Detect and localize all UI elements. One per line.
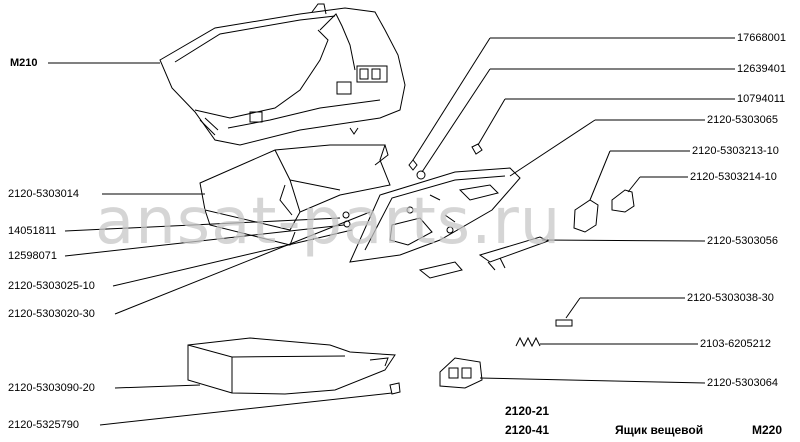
label-2103-6205212: 2103-6205212 <box>700 338 771 350</box>
label-12598071: 12598071 <box>8 250 57 262</box>
label-2120-5303025-10: 2120-5303025-10 <box>8 280 95 292</box>
footer-title: Ящик вещевой <box>615 423 704 437</box>
label-14051811: 14051811 <box>8 225 57 237</box>
footer-model-b: 2120-41 <box>505 423 550 437</box>
label-2120-5303213-10: 2120-5303213-10 <box>692 145 779 157</box>
label-2120-5325790: 2120-5325790 <box>8 419 79 431</box>
dashboard-drawing <box>160 4 405 145</box>
footer-model-a: 2120-21 <box>505 404 550 418</box>
pin-spring-drawing <box>516 320 572 346</box>
label-10794011: 10794011 <box>737 93 786 105</box>
watermark: ansat-parts.ru <box>95 185 562 259</box>
label-2120-5303064: 2120-5303064 <box>707 377 778 389</box>
label-2120-5303014: 2120-5303014 <box>8 188 79 200</box>
label-m210: M210 <box>10 57 38 69</box>
lock-housing-drawing <box>440 358 482 388</box>
label-12639401: 12639401 <box>737 63 786 75</box>
label-2120-5303038-30: 2120-5303038-30 <box>687 292 774 304</box>
label-2120-5303020-30: 2120-5303020-30 <box>8 308 95 320</box>
label-2120-5303090-20: 2120-5303090-20 <box>8 382 95 394</box>
footer-code: M220 <box>752 423 783 437</box>
label-2120-5303065: 2120-5303065 <box>707 114 778 126</box>
tray-drawing <box>188 338 400 394</box>
label-2120-5303214-10: 2120-5303214-10 <box>690 171 777 183</box>
leaders-left <box>48 63 392 425</box>
fasteners-drawing <box>343 144 482 227</box>
label-2120-5303056: 2120-5303056 <box>707 235 778 247</box>
leaders-right <box>413 38 735 383</box>
glovebox-lid-drawing <box>350 168 520 262</box>
label-17668001: 17668001 <box>737 32 786 44</box>
